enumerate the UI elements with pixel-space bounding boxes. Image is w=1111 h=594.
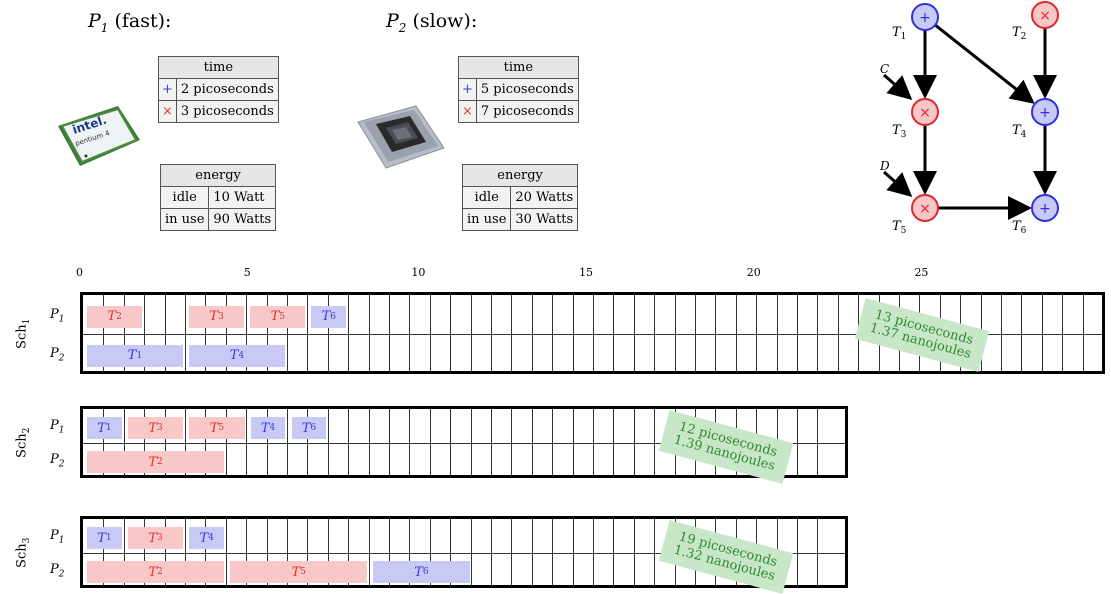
times-symbol: × [158,100,177,123]
p1-inuse-label: in use [159,208,210,231]
edge-T1-T4 [934,23,1035,104]
p2-plus-time: 5 picoseconds [475,78,579,101]
p2-energy-header: energy [461,164,579,187]
input-label-c: C [880,62,889,76]
processor-row-label: P1 [50,306,65,325]
p1-time-header: time [158,56,279,79]
node-t6 [1031,194,1059,222]
p1-plus-time: 2 picoseconds [175,78,279,101]
schedule-label: Sch1 [14,318,32,349]
p1-time-table: time + 2 picoseconds × 3 picoseconds [158,56,279,123]
p2-energy-table: energy idle 20 Watts in use 30 Watts [461,164,579,231]
node-t3 [911,98,939,126]
p2-title: P2 (slow): [386,10,477,35]
plus-icon: + [1039,105,1051,121]
axis-tick-label: 15 [579,266,594,279]
node-t5 [911,194,939,222]
p2-speed-label: (slow): [412,10,478,32]
times-icon: × [1039,8,1051,24]
node-t4 [1031,98,1059,126]
p1-title: P1 (fast): [88,10,171,35]
schedule-label: Sch2 [14,427,32,458]
p2-times-time: 7 picoseconds [475,100,579,123]
p1-times-time: 3 picoseconds [175,100,279,123]
p2-idle-label: idle [461,186,512,209]
axis-tick-label: 5 [243,266,251,279]
plus-icon: + [1039,201,1051,217]
axis-tick-label: 10 [411,266,426,279]
cpu-chip-image [357,105,445,169]
p1-energy-header: energy [159,164,277,187]
p2-inuse-power: 30 Watts [510,208,579,231]
p2-inuse-label: in use [461,208,512,231]
edge-D-T5 [883,170,913,197]
p1-idle-label: idle [159,186,210,209]
node-t1 [911,3,939,31]
axis-tick-label: 0 [76,266,83,279]
processor-row-label: P2 [50,345,65,364]
p1-speed-label: (fast): [114,10,172,32]
processor-row-label: P2 [50,452,65,470]
axis-tick-label: 25 [914,266,929,279]
plus-icon: + [919,10,931,26]
times-icon: × [919,105,931,121]
processor-row-label: P1 [50,528,65,546]
processor-row-label: P1 [50,418,65,436]
plus-symbol: + [458,78,477,101]
p1-inuse-power: 90 Watts [208,208,277,231]
schedule-label: Sch3 [14,537,32,568]
intel-pentium-4-chip-image: intel. pentium 4 [58,106,140,166]
p2-time-table: time + 5 picoseconds × 7 picoseconds [458,56,579,123]
p1-symbol: P1 [88,10,109,35]
times-icon: × [919,201,931,217]
edge-C-T3 [883,73,913,100]
input-label-d: D [879,159,890,173]
p1-idle-power: 10 Watt [208,186,277,209]
p2-symbol: P2 [386,10,407,35]
task-dependency-graph: CD+T1×T2×T3+T4×T5+T6 [879,1,1059,236]
processor-row-label: P2 [50,562,65,580]
node-t2 [1031,1,1059,29]
p1-energy-table: energy idle 10 Watt in use 90 Watts [159,164,277,231]
schedule-frame-2 [80,406,848,478]
axis-tick-label: 20 [746,266,761,279]
